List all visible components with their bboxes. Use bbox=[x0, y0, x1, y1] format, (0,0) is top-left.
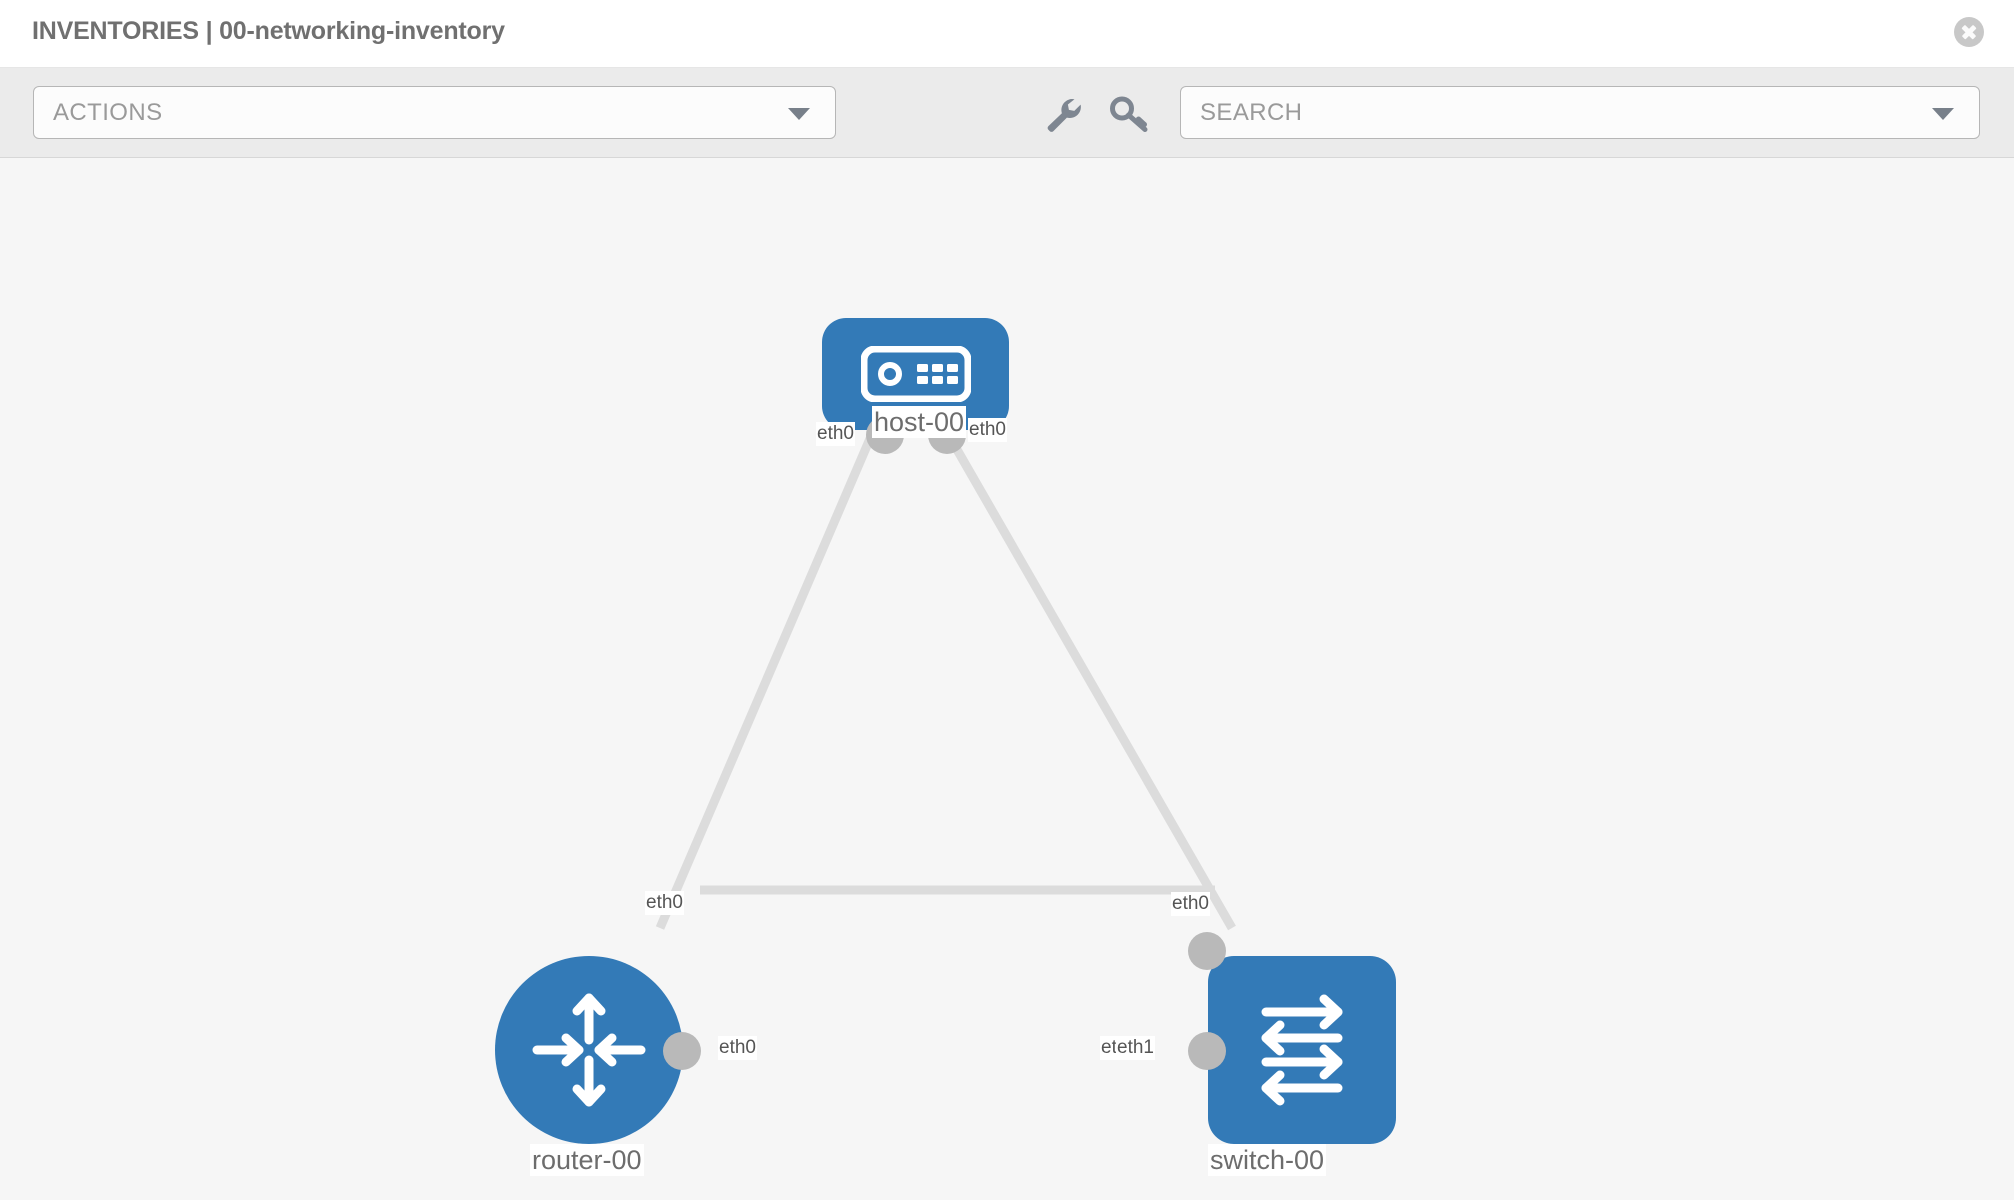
toolbar: ACTIONS SEARCH bbox=[0, 68, 2014, 158]
router-arrows-icon bbox=[532, 993, 646, 1107]
close-icon[interactable] bbox=[1954, 17, 1984, 47]
host-node-label: host-00 bbox=[872, 406, 967, 438]
wrench-icon[interactable] bbox=[1042, 96, 1082, 132]
key-icon[interactable] bbox=[1110, 96, 1150, 132]
server-icon bbox=[861, 346, 971, 402]
host-port-label-right: eth0 bbox=[968, 418, 1007, 442]
switch-port-dot-left[interactable] bbox=[1188, 1032, 1226, 1070]
page-title: INVENTORIES | 00-networking-inventory bbox=[32, 17, 505, 45]
router-port-dot-right[interactable] bbox=[663, 1032, 701, 1070]
search-input[interactable]: SEARCH bbox=[1180, 86, 1980, 139]
chevron-down-icon bbox=[788, 108, 810, 120]
router-port-label-right: eth0 bbox=[718, 1036, 757, 1060]
page-header: INVENTORIES | 00-networking-inventory bbox=[0, 0, 2014, 68]
router-node-shape[interactable] bbox=[495, 956, 683, 1144]
switch-arrows-icon bbox=[1261, 994, 1343, 1106]
switch-node-shape[interactable] bbox=[1208, 956, 1396, 1144]
topology-links bbox=[655, 417, 1236, 931]
topology-canvas[interactable]: host-00 eth0 eth0 router-00 eth0 eth0 bbox=[0, 158, 2014, 1200]
host-port-label-left: eth0 bbox=[816, 422, 855, 446]
switch-port-label-left-b: eth1 bbox=[1116, 1036, 1155, 1060]
router-port-label-up: eth0 bbox=[645, 891, 684, 915]
router-node-label: router-00 bbox=[530, 1144, 644, 1176]
actions-dropdown-label: ACTIONS bbox=[53, 99, 163, 126]
switch-node-label: switch-00 bbox=[1208, 1144, 1327, 1176]
search-placeholder: SEARCH bbox=[1200, 99, 1303, 126]
switch-port-dot-top[interactable] bbox=[1188, 932, 1226, 970]
chevron-down-icon bbox=[1932, 108, 1954, 120]
link-host-router[interactable] bbox=[655, 418, 883, 930]
actions-dropdown[interactable]: ACTIONS bbox=[33, 86, 836, 139]
link-host-switch[interactable] bbox=[936, 417, 1236, 931]
switch-port-label-up: eth0 bbox=[1171, 892, 1210, 916]
